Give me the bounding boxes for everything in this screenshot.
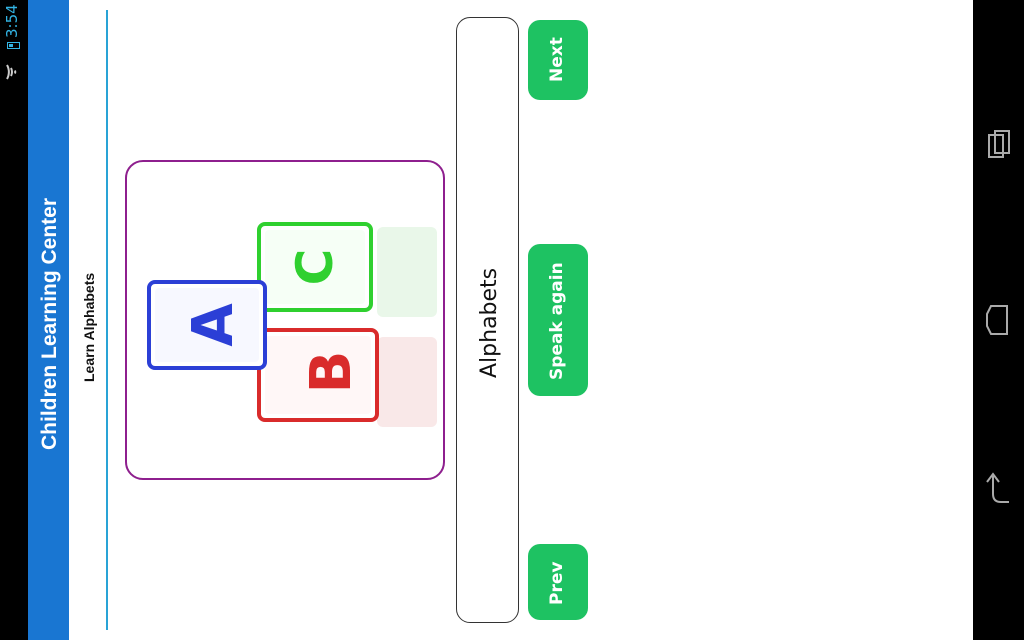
- word-display-box: [456, 17, 519, 623]
- battery-charging-icon: [7, 42, 20, 49]
- status-time: 3:54: [3, 4, 21, 38]
- next-button-label: Next: [547, 37, 567, 82]
- speak-again-button-label: Speak again: [547, 262, 567, 380]
- action-bar: [28, 0, 69, 640]
- divider: [106, 10, 108, 630]
- system-nav-bar: [973, 0, 1024, 640]
- prev-button-label: Prev: [547, 561, 567, 605]
- word-text: Alphabets: [477, 267, 502, 378]
- recents-icon[interactable]: [985, 125, 1013, 165]
- svg-text:C: C: [286, 249, 344, 286]
- speak-again-button[interactable]: Speak again: [528, 244, 588, 396]
- screen-subtitle: Learn Alphabets: [81, 272, 97, 382]
- abc-blocks-image: C B A: [147, 222, 437, 427]
- alphabet-image-card: C B A: [125, 160, 445, 480]
- back-icon[interactable]: [985, 470, 1013, 510]
- block-b: B: [257, 328, 379, 422]
- status-bar: 3:54: [0, 0, 28, 640]
- svg-text:B: B: [299, 351, 364, 394]
- block-a: A: [147, 280, 267, 370]
- wifi-icon: [6, 64, 17, 80]
- block-c: C: [257, 222, 373, 312]
- svg-text:A: A: [181, 303, 246, 347]
- home-icon[interactable]: [985, 300, 1013, 340]
- next-button[interactable]: Next: [528, 20, 588, 100]
- prev-button[interactable]: Prev: [528, 544, 588, 620]
- app-title: Children Learning Center: [38, 197, 61, 450]
